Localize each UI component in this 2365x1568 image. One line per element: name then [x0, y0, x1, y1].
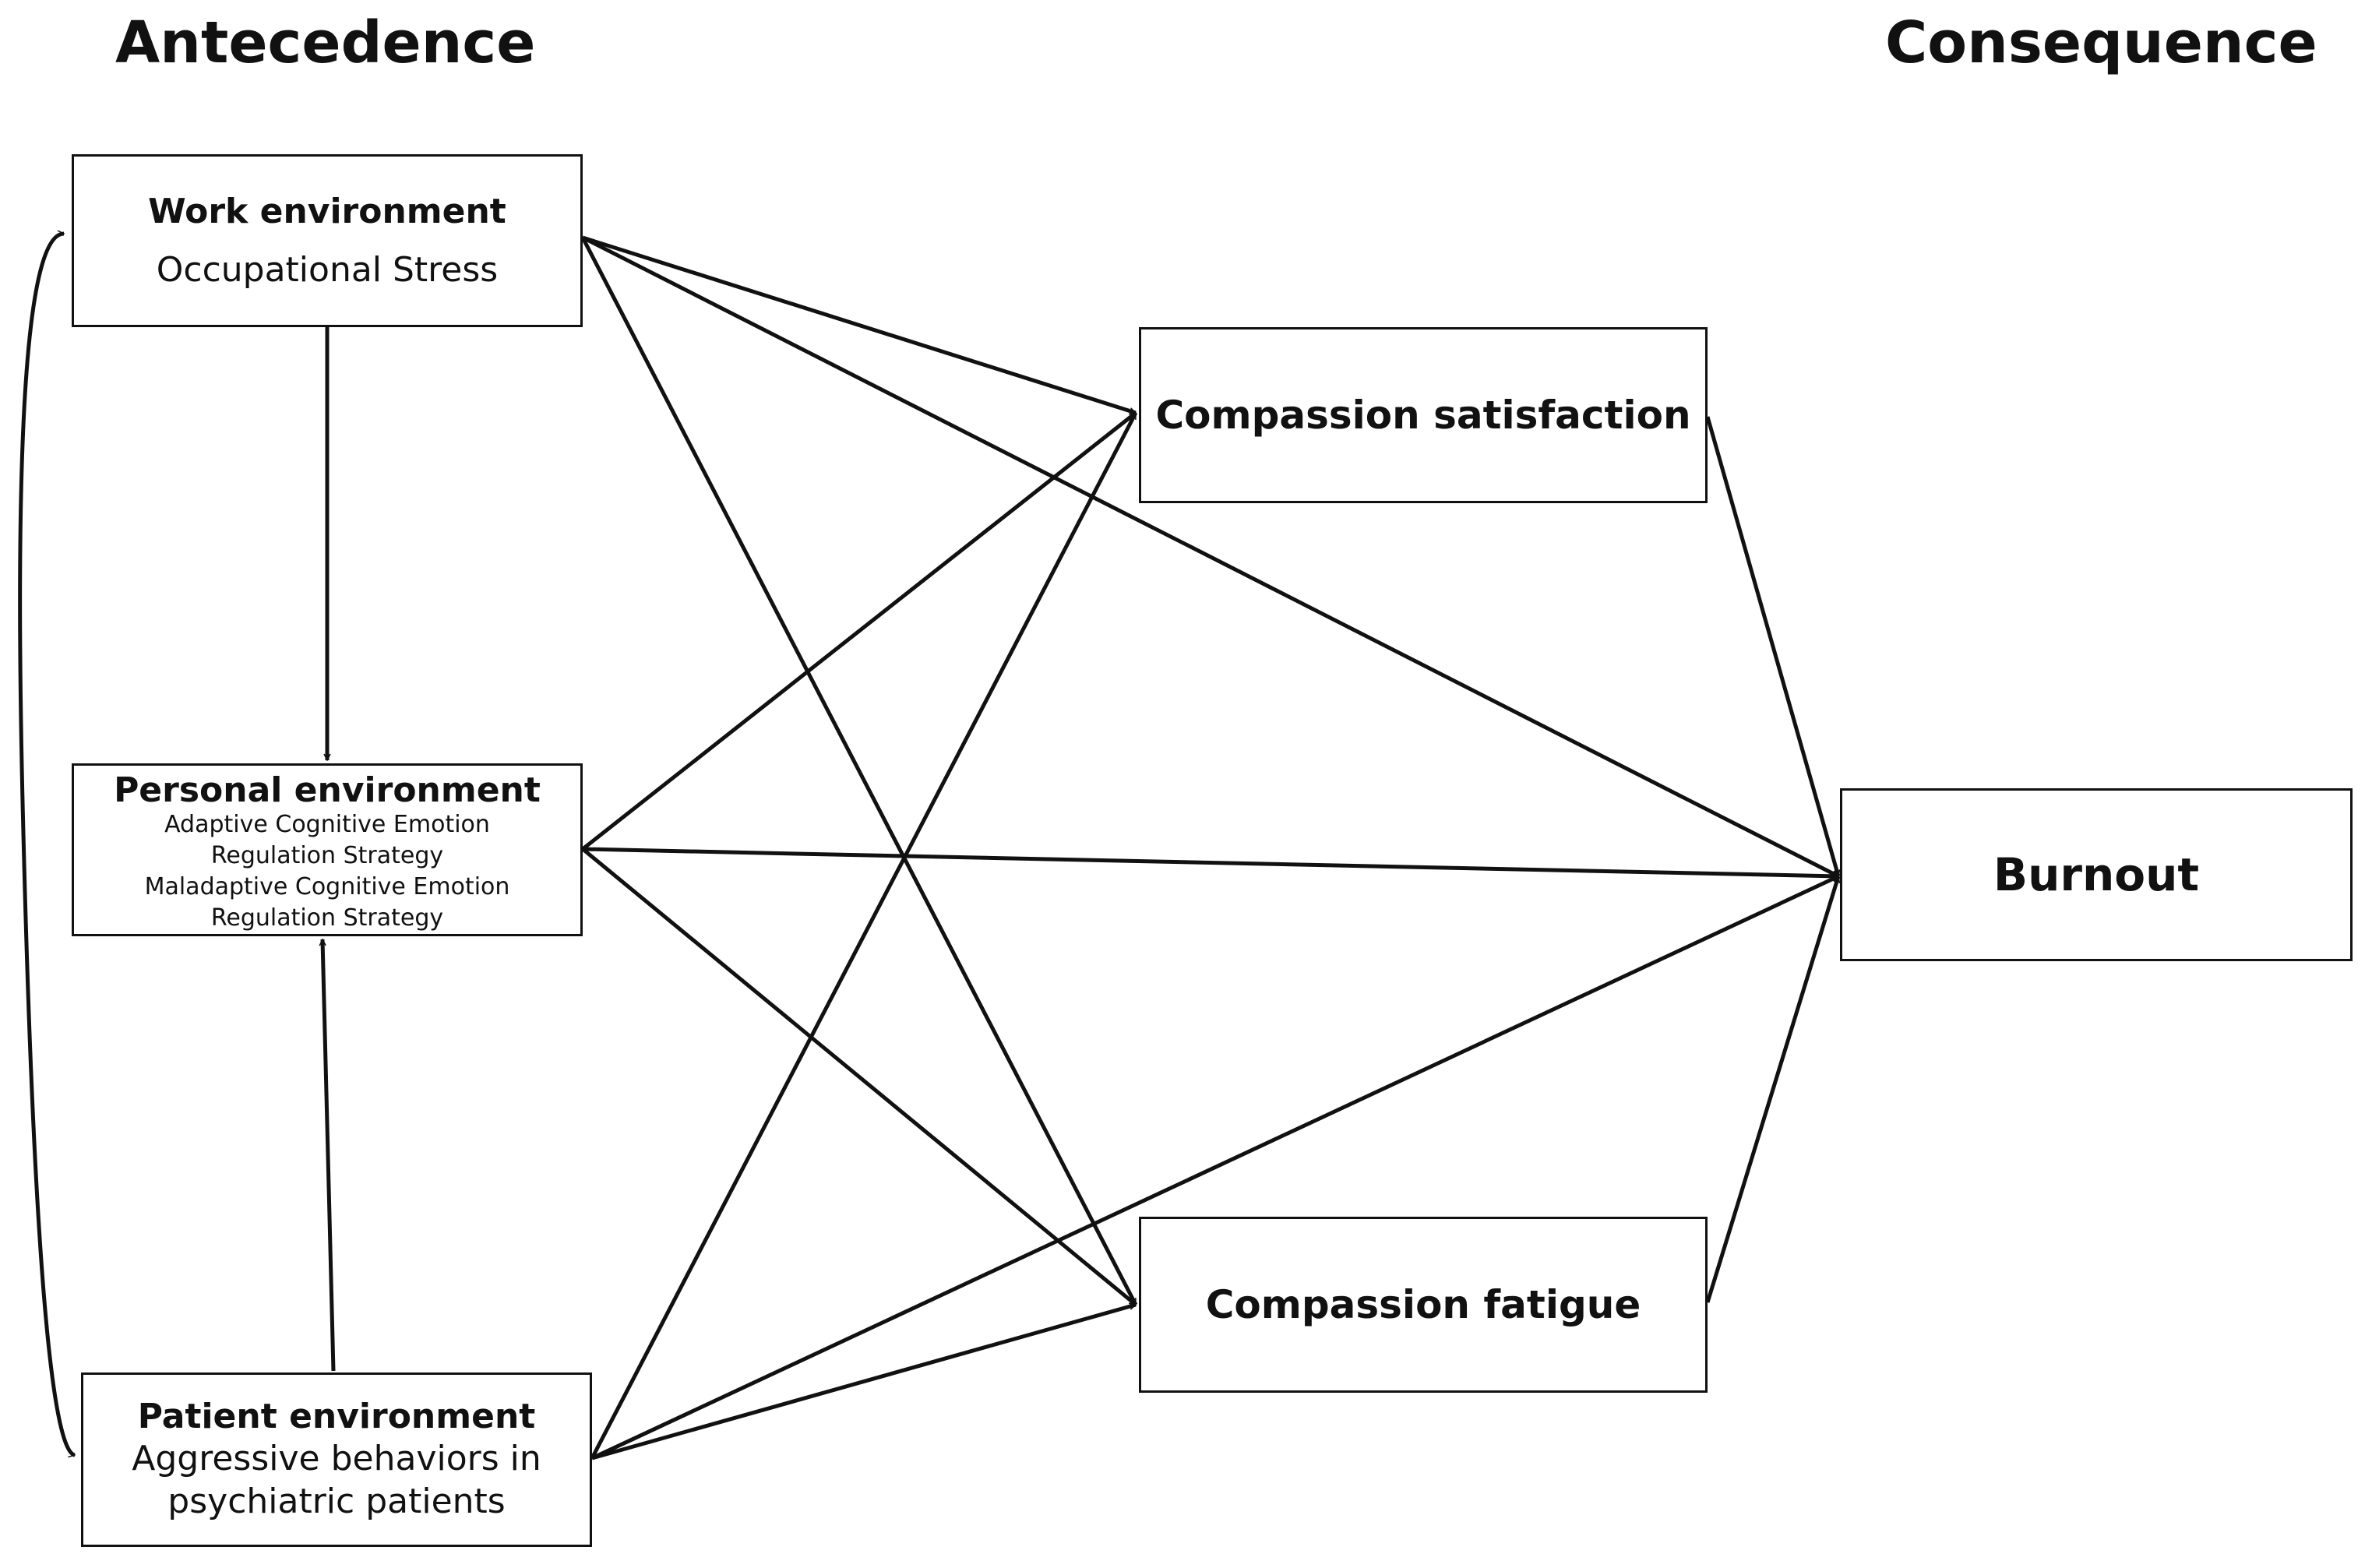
personal-environment-box: Personal environment Adaptive Cognitive …	[72, 763, 583, 936]
personal-line-2: Regulation Strategy	[210, 842, 444, 870]
consequence-heading: Consequence	[1885, 9, 2317, 76]
arrow-work-to-cs	[582, 235, 1136, 415]
personal-line-1: Adaptive Cognitive Emotion	[164, 811, 490, 839]
arrow-personal-to-cs	[581, 411, 1137, 851]
arrow-work-to-burnout	[581, 235, 1838, 879]
personal-environment-title: Personal environment	[114, 770, 541, 810]
arrow-work-patient-bidirectional	[18, 234, 75, 1455]
arrow-personal-to-cf	[581, 847, 1137, 1306]
patient-environment-box: Patient environment Aggressive behaviors…	[81, 1372, 592, 1547]
arrow-patient-to-cs	[590, 413, 1138, 1460]
compassion-satisfaction-box: Compassion satisfaction	[1139, 327, 1708, 503]
compassion-fatigue-box: Compassion fatigue	[1139, 1217, 1708, 1393]
arrow-cs-to-burnout	[1705, 416, 1841, 876]
arrow-patient-to-burnout	[590, 874, 1838, 1461]
burnout-title: Burnout	[1993, 848, 2200, 901]
work-environment-title: Work environment	[148, 192, 506, 231]
arrow-cf-to-burnout	[1705, 876, 1841, 1303]
arrow-work-to-cf	[580, 236, 1138, 1305]
personal-line-4: Regulation Strategy	[210, 904, 444, 932]
arrow-patient-to-personal	[322, 939, 336, 1372]
personal-line-3: Maladaptive Cognitive Emotion	[144, 873, 510, 901]
compassion-satisfaction-title: Compassion satisfaction	[1155, 393, 1691, 438]
occupational-stress-label: Occupational Stress	[156, 250, 499, 290]
arrow-patient-to-cf	[591, 1305, 1136, 1461]
patient-line-1: Aggressive behaviors in	[132, 1439, 541, 1479]
antecedence-heading: Antecedence	[115, 9, 536, 76]
patient-environment-title: Patient environment	[137, 1396, 536, 1436]
patient-line-2: psychiatric patients	[167, 1482, 506, 1522]
work-environment-box: Work environment Occupational Stress	[72, 154, 583, 327]
burnout-box: Burnout	[1840, 788, 2353, 961]
compassion-fatigue-title: Compassion fatigue	[1205, 1282, 1641, 1327]
arrow-personal-to-burnout	[582, 847, 1838, 876]
